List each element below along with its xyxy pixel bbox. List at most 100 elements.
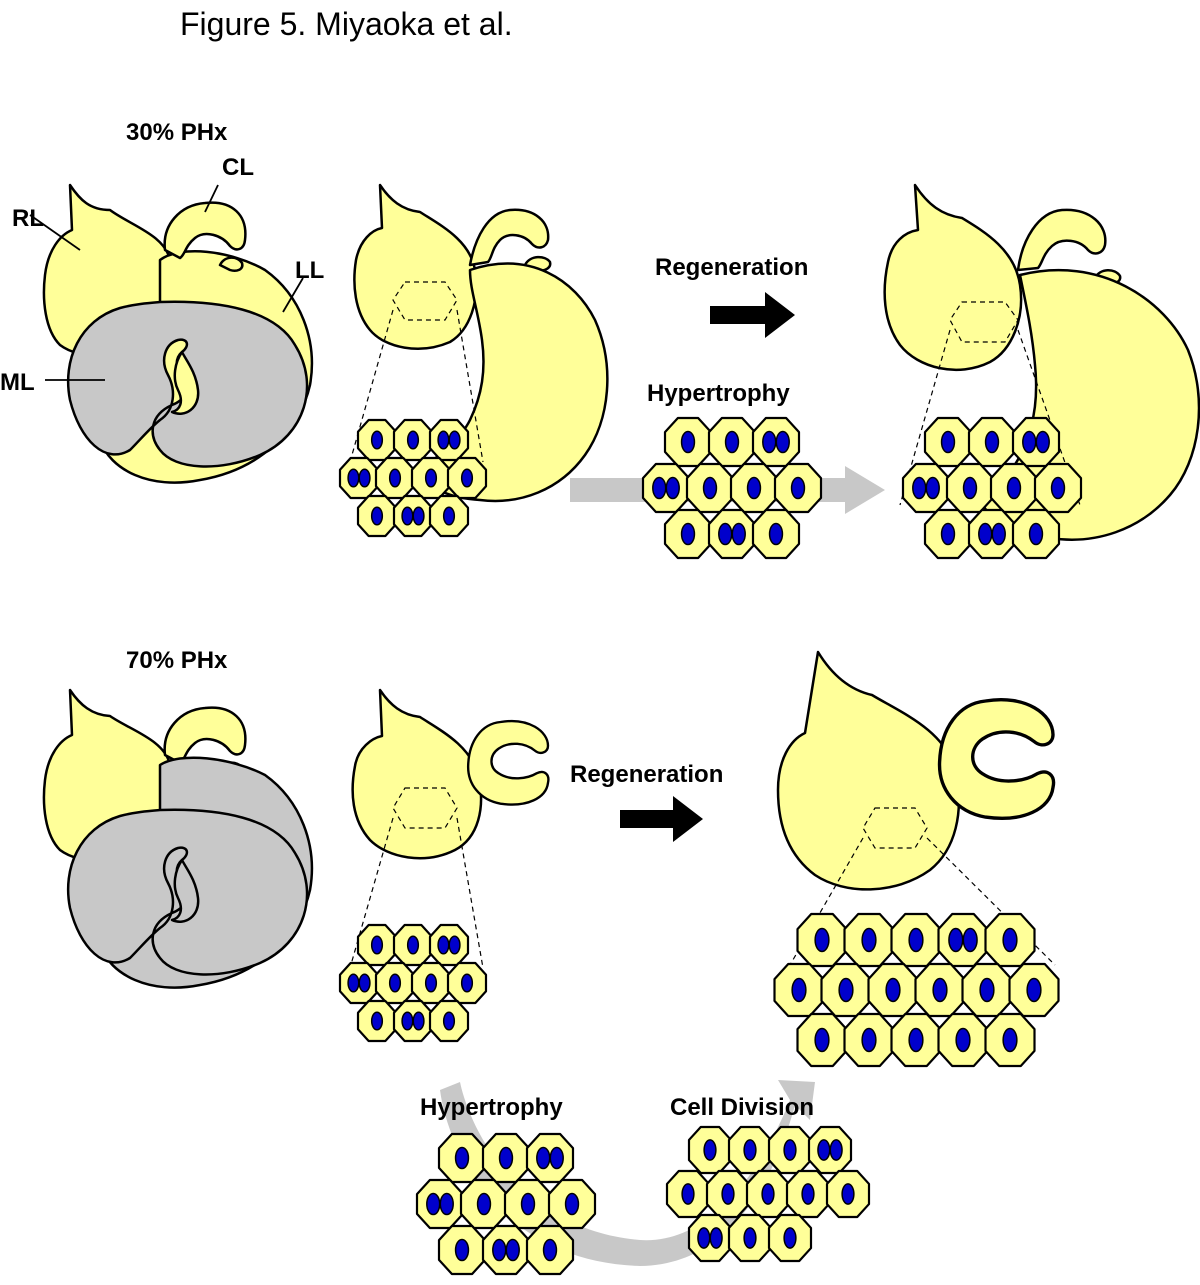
nucleus: [814, 927, 830, 953]
nucleus: [448, 935, 461, 955]
nucleus: [697, 1227, 711, 1249]
nucleus: [743, 1139, 757, 1161]
cluster-70-regenerated: [773, 912, 1060, 1068]
nucleus: [962, 927, 978, 953]
section-30-phx-label: 30% PHx: [126, 119, 228, 146]
nucleus: [1050, 476, 1066, 500]
regeneration-label-30: Regeneration: [655, 254, 808, 281]
nucleus: [885, 977, 901, 1003]
nucleus: [370, 430, 384, 450]
nucleus: [1026, 977, 1042, 1003]
nucleus: [791, 977, 807, 1003]
cluster-30-resected: [338, 418, 488, 538]
nucleus: [665, 476, 680, 500]
nucleus: [991, 522, 1006, 546]
nucleus: [768, 522, 784, 546]
nucleus: [424, 973, 438, 993]
nucleus: [955, 1027, 971, 1053]
section-70-phx-label: 70% PHx: [126, 647, 228, 674]
liver-70-resected: [351, 688, 550, 860]
liver-70-full: [42, 688, 314, 989]
nucleus: [401, 506, 414, 526]
nucleus: [743, 1227, 757, 1249]
nucleus: [680, 522, 696, 546]
nucleus: [838, 977, 854, 1003]
nucleus: [908, 927, 924, 953]
nucleus: [814, 1027, 830, 1053]
nucleus: [702, 476, 718, 500]
nucleus: [861, 1027, 877, 1053]
hepatocyte-clusters: [338, 416, 1083, 1276]
nucleus: [652, 476, 667, 500]
nucleus: [861, 927, 877, 953]
label-cl: CL: [222, 154, 254, 181]
liver-30-full: [42, 183, 314, 484]
cell-division-label-70: Cell Division: [670, 1094, 814, 1121]
nucleus: [492, 1238, 507, 1262]
nucleus: [1022, 430, 1037, 454]
nucleus: [801, 1183, 815, 1205]
nucleus: [358, 468, 371, 488]
nucleus: [406, 935, 420, 955]
figure-title: Figure 5. Miyaoka et al.: [180, 6, 513, 42]
nucleus: [979, 977, 995, 1003]
nucleus: [442, 1011, 456, 1031]
cluster-30-hypertrophy: [641, 416, 823, 560]
nucleus: [841, 1183, 855, 1205]
nucleus: [437, 430, 450, 450]
hypertrophy-label-70: Hypertrophy: [420, 1094, 563, 1121]
label-rl: RL: [12, 205, 44, 232]
regeneration-arrow-70: [620, 796, 703, 842]
cluster-70-resected: [338, 923, 488, 1043]
nucleus: [347, 468, 360, 488]
nucleus: [1006, 476, 1022, 500]
nucleus: [505, 1238, 520, 1262]
nucleus: [746, 476, 762, 500]
nucleus: [476, 1192, 492, 1216]
nucleus: [783, 1227, 797, 1249]
nucleus: [1035, 430, 1050, 454]
nucleus: [437, 935, 450, 955]
nucleus: [442, 506, 456, 526]
nucleus: [940, 430, 956, 454]
liver-70-regenerated: [776, 650, 1056, 891]
nucleus: [358, 973, 371, 993]
nucleus: [948, 927, 964, 953]
nucleus: [542, 1238, 558, 1262]
nucleus: [681, 1183, 695, 1205]
label-ll: LL: [295, 257, 324, 284]
nucleus: [401, 1011, 414, 1031]
nucleus: [564, 1192, 580, 1216]
cluster-70-hypertrophy: [415, 1132, 597, 1276]
nucleus: [454, 1238, 470, 1262]
nucleus: [460, 468, 474, 488]
nucleus: [370, 1011, 384, 1031]
nucleus: [370, 935, 384, 955]
liver-30-regenerated: [883, 183, 1200, 541]
cluster-70-cell-division: [665, 1125, 871, 1263]
nucleus: [925, 476, 940, 500]
nucleus: [703, 1139, 717, 1161]
nucleus: [412, 1011, 425, 1031]
nucleus: [978, 522, 993, 546]
nucleus: [448, 430, 461, 450]
nucleus: [460, 973, 474, 993]
hypertrophy-label-30: Hypertrophy: [647, 380, 790, 407]
nucleus: [388, 973, 402, 993]
nucleus: [790, 476, 806, 500]
nucleus: [783, 1139, 797, 1161]
nucleus: [962, 476, 978, 500]
nucleus: [761, 1183, 775, 1205]
nucleus: [439, 1192, 454, 1216]
regeneration-arrow-30: [710, 292, 795, 338]
nucleus: [424, 468, 438, 488]
nucleus: [940, 522, 956, 546]
nucleus: [817, 1139, 831, 1161]
nucleus: [724, 430, 740, 454]
cluster-30-regenerated: [901, 416, 1083, 560]
nucleus: [932, 977, 948, 1003]
nucleus: [347, 973, 360, 993]
nucleus: [426, 1192, 441, 1216]
nucleus: [721, 1183, 735, 1205]
nucleus: [731, 522, 746, 546]
